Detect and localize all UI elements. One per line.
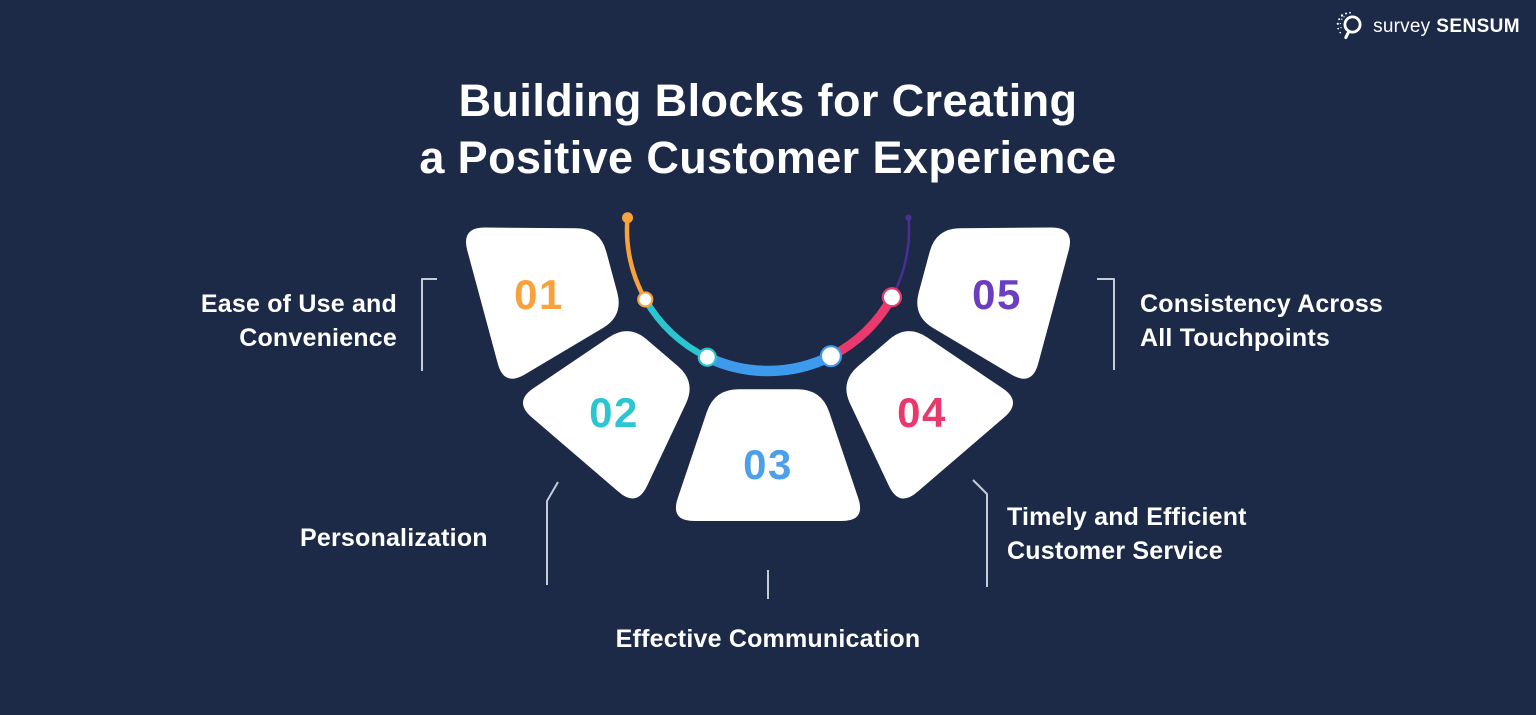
label-timely-line1: Timely and Efficient	[1007, 503, 1247, 531]
block-04-number: 04	[897, 389, 947, 436]
arc-segment-01	[624, 215, 648, 302]
block-03-number: 03	[743, 441, 793, 488]
block-04-shape	[846, 331, 1013, 499]
arc-segment-05	[890, 216, 911, 299]
label-effective-communication: Effective Communication	[616, 622, 921, 656]
label-ease-line2: Convenience	[239, 324, 397, 352]
logo-text-sensum: SENSUM	[1436, 16, 1520, 37]
page-title: Building Blocks for Creating a Positive …	[0, 72, 1536, 186]
page-title-line2: a Positive Customer Experience	[419, 132, 1117, 183]
surveysensum-magnifier-icon	[1336, 11, 1362, 40]
arc-milestone-dot-3	[819, 345, 843, 368]
label-personalization: Personalization	[300, 521, 488, 555]
label-timely-line2: Customer Service	[1007, 537, 1223, 565]
arc-start-dot	[622, 212, 634, 224]
label-timely-service: Timely and Efficient Customer Service	[1007, 500, 1247, 568]
label-consistency-line2: All Touchpoints	[1140, 324, 1331, 352]
label-ease-of-use: Ease of Use and Convenience	[201, 287, 397, 355]
block-01-shape	[465, 227, 619, 379]
arc-milestone-dot-1	[637, 291, 654, 308]
block-05-number: 05	[972, 271, 1022, 318]
connector-timely	[972, 479, 988, 587]
label-ease-line1: Ease of Use and	[200, 290, 397, 318]
arc-segment-03	[702, 350, 837, 377]
arc-milestone-dot-2	[697, 347, 717, 367]
page-title-line1: Building Blocks for Creating	[458, 75, 1078, 126]
label-personalization-line1: Personalization	[300, 524, 488, 552]
connector-ease	[421, 278, 437, 371]
block-02-shape	[523, 331, 690, 499]
block-03-shape	[675, 389, 861, 521]
arc-milestone-dot-4	[881, 287, 903, 308]
block-02-number: 02	[589, 389, 639, 436]
connector-personalization	[546, 481, 559, 585]
block-01-number: 01	[514, 271, 564, 318]
label-consistency: Consistency Across All Touchpoints	[1140, 287, 1383, 355]
arc-end-dot	[905, 214, 912, 221]
label-consistency-line1: Consistency Across	[1140, 290, 1384, 318]
block-05-shape	[917, 227, 1071, 379]
connector-consistency	[1097, 278, 1115, 370]
logo-text-survey: survey	[1373, 16, 1431, 37]
label-effective-line1: Effective Communication	[615, 625, 921, 653]
